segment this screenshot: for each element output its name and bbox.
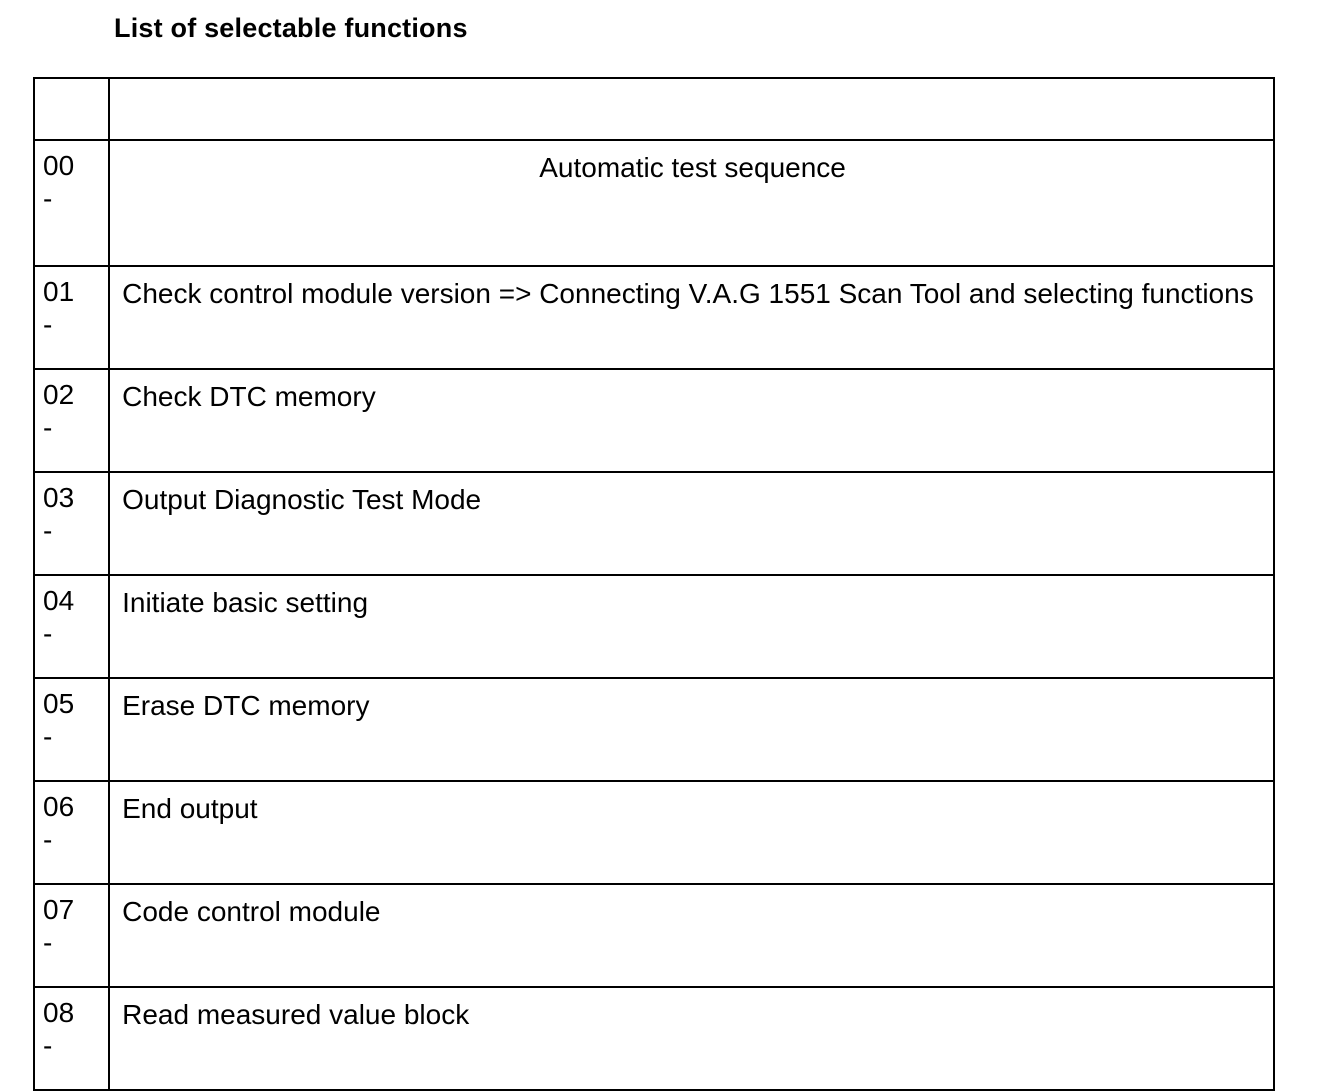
table-row: 06 - End output bbox=[32, 780, 1275, 885]
header-cell-code bbox=[32, 77, 111, 141]
table-row: 00 - Automatic test sequence bbox=[32, 139, 1275, 267]
function-description: Automatic test sequence bbox=[539, 152, 846, 183]
function-description: Output Diagnostic Test Mode bbox=[122, 484, 482, 515]
function-code: 02 bbox=[43, 379, 75, 410]
table-body: 00 - Automatic test sequence 01 - Check … bbox=[32, 77, 1275, 1091]
cell-function-description: Initiate basic setting bbox=[108, 574, 1275, 679]
function-code-dash: - bbox=[43, 721, 53, 752]
cell-function-code: 04 - bbox=[32, 574, 111, 679]
cell-function-description: Erase DTC memory bbox=[108, 677, 1275, 782]
function-code: 00 bbox=[43, 150, 75, 181]
cell-function-description: End output bbox=[108, 780, 1275, 885]
function-description: Check DTC memory bbox=[122, 381, 376, 412]
selectable-functions-table: 00 - Automatic test sequence 01 - Check … bbox=[32, 77, 1275, 1091]
cell-function-code: 05 - bbox=[32, 677, 111, 782]
function-code-dash: - bbox=[43, 618, 53, 649]
cell-function-code: 02 - bbox=[32, 368, 111, 473]
cell-function-description: Check control module version => Connecti… bbox=[108, 265, 1275, 370]
table-row: 05 - Erase DTC memory bbox=[32, 677, 1275, 782]
function-code-dash: - bbox=[43, 183, 53, 214]
function-code-dash: - bbox=[43, 824, 53, 855]
function-description: Initiate basic setting bbox=[122, 587, 369, 618]
cell-function-code: 03 - bbox=[32, 471, 111, 576]
function-code: 07 bbox=[43, 894, 75, 925]
cell-function-code: 00 - bbox=[32, 139, 111, 267]
function-code: 05 bbox=[43, 688, 75, 719]
function-code: 01 bbox=[43, 276, 75, 307]
function-code-dash: - bbox=[43, 515, 53, 546]
function-code: 03 bbox=[43, 482, 75, 513]
table-row: 07 - Code control module bbox=[32, 883, 1275, 988]
table-row: 02 - Check DTC memory bbox=[32, 368, 1275, 473]
cell-function-description: Check DTC memory bbox=[108, 368, 1275, 473]
function-code: 06 bbox=[43, 791, 75, 822]
function-code: 08 bbox=[43, 997, 75, 1028]
cell-function-code: 08 - bbox=[32, 986, 111, 1091]
function-description: Erase DTC memory bbox=[122, 690, 370, 721]
page-title: List of selectable functions bbox=[114, 13, 468, 43]
function-code-dash: - bbox=[43, 927, 53, 958]
function-description: Read measured value block bbox=[122, 999, 470, 1030]
cell-function-code: 01 - bbox=[32, 265, 111, 370]
function-description: Check control module version => Connecti… bbox=[122, 278, 1254, 309]
cell-function-description: Automatic test sequence bbox=[108, 139, 1275, 267]
table-row: 03 - Output Diagnostic Test Mode bbox=[32, 471, 1275, 576]
cell-function-code: 07 - bbox=[32, 883, 111, 988]
cell-function-description: Read measured value block bbox=[108, 986, 1275, 1091]
header-cell-description bbox=[108, 77, 1275, 141]
table-row: 01 - Check control module version => Con… bbox=[32, 265, 1275, 370]
function-code-dash: - bbox=[43, 1030, 53, 1061]
function-code-dash: - bbox=[43, 309, 53, 340]
function-code-dash: - bbox=[43, 412, 53, 443]
function-code: 04 bbox=[43, 585, 75, 616]
cell-function-description: Output Diagnostic Test Mode bbox=[108, 471, 1275, 576]
table-row: 08 - Read measured value block bbox=[32, 986, 1275, 1091]
function-description: Code control module bbox=[122, 896, 381, 927]
cell-function-description: Code control module bbox=[108, 883, 1275, 988]
cell-function-code: 06 - bbox=[32, 780, 111, 885]
function-description: End output bbox=[122, 793, 258, 824]
table-row: 04 - Initiate basic setting bbox=[32, 574, 1275, 679]
table-header-row bbox=[32, 77, 1275, 141]
